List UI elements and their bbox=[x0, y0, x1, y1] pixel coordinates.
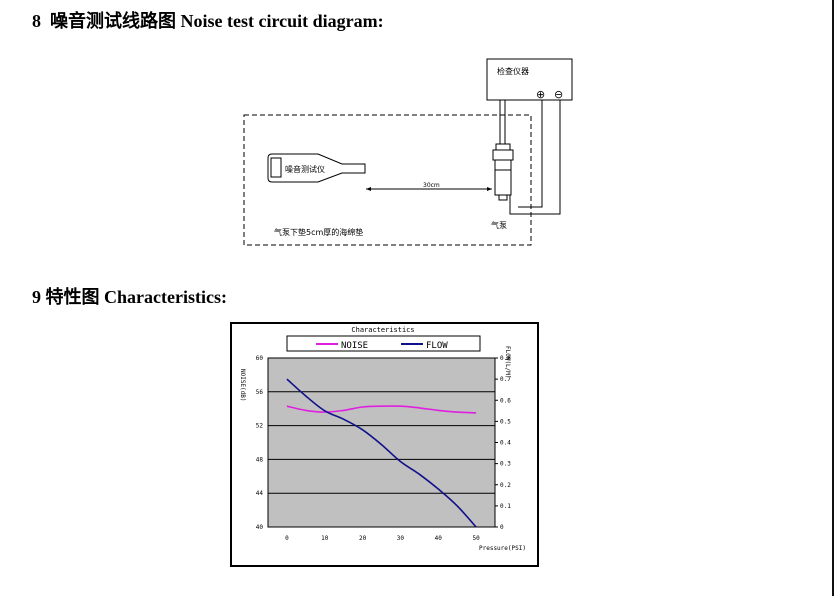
y-right-tick-label: 0.7 bbox=[500, 376, 511, 383]
y-left-tick-label: 60 bbox=[256, 355, 264, 362]
chart-title: Characteristics bbox=[351, 326, 414, 334]
test-instrument-box bbox=[486, 58, 573, 101]
x-tick-label: 30 bbox=[397, 535, 405, 542]
page-right-border bbox=[832, 0, 834, 596]
section-9-title: 特性图 Characteristics: bbox=[45, 287, 227, 307]
wire-negative bbox=[509, 100, 561, 215]
characteristics-chart: Characteristics NOISE FLOW 40 44 48 52 56 60 0… bbox=[230, 322, 539, 567]
distance-arrow-left bbox=[366, 187, 371, 191]
series-noise-line bbox=[286, 405, 477, 414]
y-left-tick-label: 48 bbox=[256, 456, 264, 463]
section-8-number: 8 bbox=[32, 11, 41, 31]
air-pump bbox=[492, 143, 514, 201]
noise-test-circuit-diagram: 检查仪器 ⊕ ⊖ 气泵 噪音测试仪 30cm 气泵下垫5cm厚的海绵垫 bbox=[243, 58, 573, 246]
x-axis-label: Pressure(PSI) bbox=[479, 545, 526, 552]
y-left-tick-label: 52 bbox=[256, 423, 264, 430]
y-right-tick-label: 0.3 bbox=[500, 461, 511, 468]
y-right-tick-label: 0.8 bbox=[500, 355, 511, 362]
section-8-heading: 8 噪音测试线路图 Noise test circuit diagram: bbox=[32, 7, 384, 33]
chart-legend bbox=[286, 335, 481, 352]
y-right-tick-label: 0.5 bbox=[500, 418, 511, 425]
test-enclosure-dashed-box bbox=[243, 114, 532, 246]
legend-flow-label: FLOW bbox=[426, 341, 448, 351]
x-tick-label: 0 bbox=[285, 535, 289, 542]
y-right-tick-label: 0.4 bbox=[500, 440, 511, 447]
noise-meter-display bbox=[270, 157, 282, 178]
y-right-tick-label: 0.6 bbox=[500, 397, 511, 404]
y-left-tick-label: 40 bbox=[256, 524, 264, 531]
y-right-tick-label: 0 bbox=[500, 524, 504, 531]
y-left-tick-label: 44 bbox=[256, 490, 264, 497]
y-right-tick-label: 0.2 bbox=[500, 482, 511, 489]
x-tick-label: 40 bbox=[435, 535, 443, 542]
sponge-pad-note: 气泵下垫5cm厚的海绵垫 bbox=[274, 227, 363, 237]
test-instrument-label: 检查仪器 bbox=[497, 66, 529, 76]
pump-label: 气泵 bbox=[491, 220, 507, 230]
series-lines bbox=[286, 378, 477, 528]
terminal-plus: ⊕ bbox=[536, 88, 545, 101]
y-right-axis-label: FLOW(L/M) bbox=[504, 346, 511, 379]
distance-label: 30cm bbox=[423, 182, 440, 189]
section-9-number: 9 bbox=[32, 287, 41, 307]
series-flow-line bbox=[286, 378, 477, 528]
noise-meter-label: 噪音测试仪 bbox=[285, 164, 325, 174]
legend-noise-label: NOISE bbox=[341, 341, 368, 351]
grid-lines bbox=[268, 391, 495, 494]
wire-positive bbox=[518, 100, 543, 208]
y-left-tick-label: 56 bbox=[256, 389, 264, 396]
distance-arrow-right bbox=[487, 187, 492, 191]
y-right-tick-label: 0.1 bbox=[500, 503, 511, 510]
x-tick-label: 20 bbox=[359, 535, 367, 542]
y-left-axis-label: NOISE(dB) bbox=[239, 369, 246, 402]
plot-area bbox=[267, 357, 496, 528]
section-9-heading: 9 特性图 Characteristics: bbox=[32, 283, 227, 309]
noise-meter-outline bbox=[267, 153, 366, 183]
section-8-title: 噪音测试线路图 Noise test circuit diagram: bbox=[50, 11, 384, 31]
axis-ticks: 40 44 48 52 56 60 0 0.1 0.2 0.3 0.4 0.5 0.6 0.7 0.8 0 10… bbox=[256, 355, 511, 542]
x-tick-label: 50 bbox=[472, 535, 480, 542]
terminal-minus: ⊖ bbox=[554, 88, 563, 101]
x-tick-label: 10 bbox=[321, 535, 329, 542]
